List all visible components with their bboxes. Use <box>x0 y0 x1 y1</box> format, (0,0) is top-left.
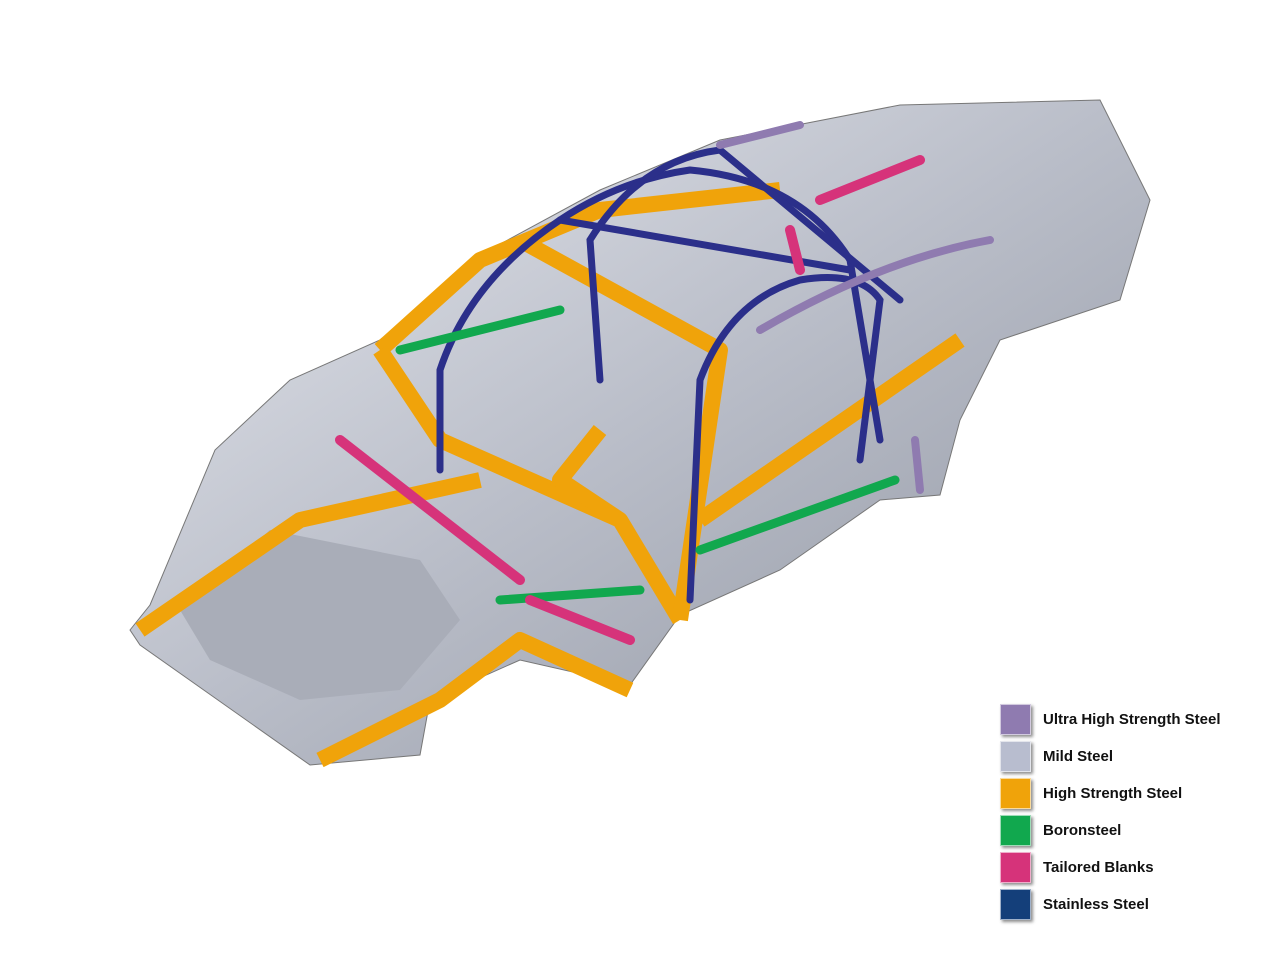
legend-item: Tailored Blanks <box>1000 849 1221 886</box>
roll-cage-stainless-steel <box>436 146 904 604</box>
legend-label: High Strength Steel <box>1043 785 1183 802</box>
legend-item: Boronsteel <box>1000 812 1221 849</box>
legend-item: Ultra High Strength Steel <box>1000 701 1221 738</box>
legend-item: Stainless Steel <box>1000 886 1221 923</box>
legend-item: Mild Steel <box>1000 738 1221 775</box>
legend-swatch <box>1000 704 1031 735</box>
floor-pan <box>180 530 460 700</box>
boronsteel-parts <box>395 305 900 605</box>
ultra-high-strength-steel-parts <box>716 121 994 494</box>
legend-swatch <box>1000 815 1031 846</box>
legend-label: Tailored Blanks <box>1043 859 1154 876</box>
legend-swatch <box>1000 889 1031 920</box>
legend-label: Ultra High Strength Steel <box>1043 711 1221 728</box>
legend-swatch <box>1000 778 1031 809</box>
legend-swatch <box>1000 741 1031 772</box>
legend-swatch <box>1000 852 1031 883</box>
legend-label: Stainless Steel <box>1043 896 1149 913</box>
tailored-blank-parts <box>335 155 925 645</box>
legend-label: Boronsteel <box>1043 822 1122 839</box>
legend-item: High Strength Steel <box>1000 775 1221 812</box>
legend-label: Mild Steel <box>1043 748 1114 765</box>
